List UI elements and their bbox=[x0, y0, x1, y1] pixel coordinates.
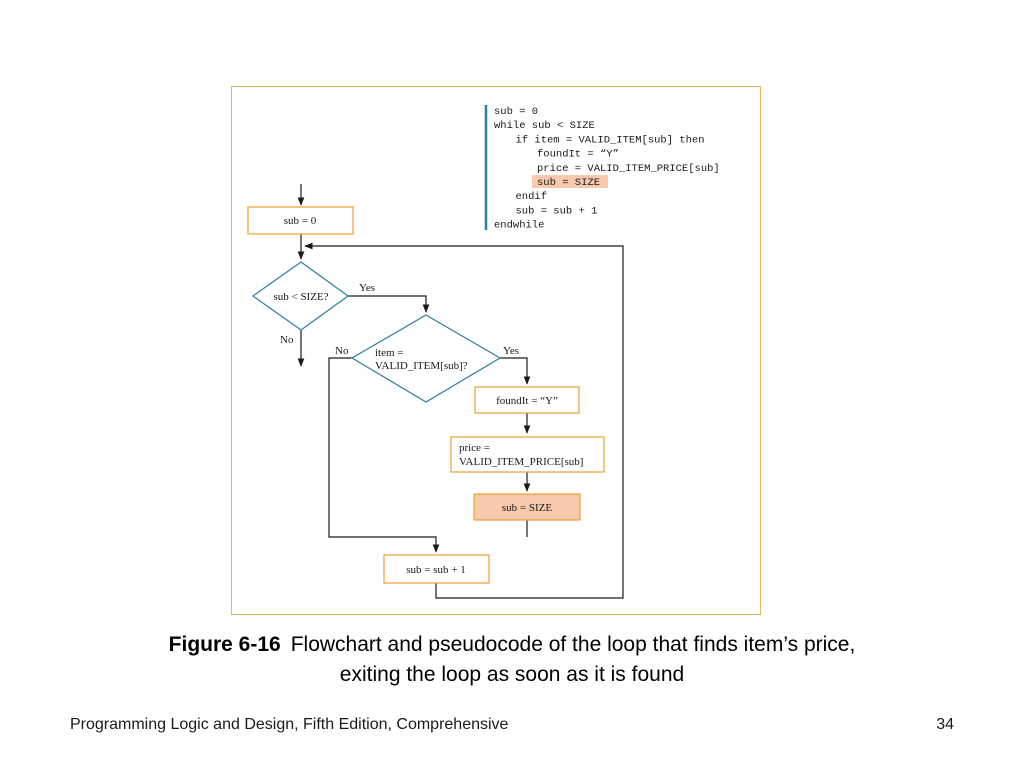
pseudocode-line: price = VALID_ITEM_PRICE[sub] bbox=[537, 163, 720, 175]
price-box-label-line1: price = bbox=[459, 442, 490, 454]
item-decision-diamond bbox=[350, 314, 502, 403]
loop-no-label: No bbox=[280, 334, 294, 346]
pseudocode-line: foundIt = “Y” bbox=[537, 149, 619, 161]
pseudocode-line: sub = 0 bbox=[494, 106, 538, 118]
item-yes-label: Yes bbox=[503, 345, 519, 357]
pseudocode-line: sub = SIZE bbox=[537, 177, 600, 189]
code-highlight bbox=[532, 175, 608, 188]
page-number: 34 bbox=[936, 716, 954, 733]
loop-decision-label: sub < SIZE? bbox=[273, 291, 328, 303]
found-box-label: foundIt = “Y” bbox=[496, 395, 558, 407]
caption-line2: exiting the loop as soon as it is found bbox=[339, 663, 685, 686]
price-box bbox=[450, 436, 605, 473]
arrow-loop-back bbox=[304, 242, 624, 599]
init-box bbox=[247, 206, 354, 235]
pseudocode-line: endif bbox=[516, 191, 548, 203]
pseudocode-line: sub = sub + 1 bbox=[516, 205, 598, 217]
pseudocode-line: if item = VALID_ITEM[sub] then bbox=[516, 134, 705, 146]
item-decision-label-line1: item = bbox=[375, 347, 404, 359]
item-no-label: No bbox=[335, 345, 349, 357]
init-box-label: sub = 0 bbox=[284, 215, 317, 227]
sub-size-box-label: sub = SIZE bbox=[502, 502, 552, 514]
price-box-label-line2: VALID_ITEM_PRICE[sub] bbox=[459, 456, 583, 468]
loop-decision-diamond bbox=[251, 261, 350, 331]
pseudocode-block: sub = 0 while sub < SIZE if item = VALID_I… bbox=[484, 105, 720, 232]
item-decision-label-line2: VALID_ITEM[sub]? bbox=[375, 360, 468, 372]
arrow-loop-yes bbox=[344, 295, 430, 313]
figure-frame bbox=[231, 86, 761, 615]
arrow-item-no bbox=[328, 357, 440, 553]
figure-caption: Figure 6-16 Flowchart and pseudocode of t… bbox=[0, 630, 1024, 690]
sub-size-box bbox=[473, 493, 581, 521]
pseudocode-line: while sub < SIZE bbox=[494, 120, 595, 132]
loop-yes-label: Yes bbox=[359, 282, 375, 294]
figure-label: Figure 6-16 bbox=[168, 633, 281, 656]
increment-box-label: sub = sub + 1 bbox=[406, 564, 465, 576]
footer-title: Programming Logic and Design, Fifth Edit… bbox=[70, 716, 509, 733]
increment-box bbox=[383, 554, 490, 584]
caption-line1: Flowchart and pseudocode of the loop tha… bbox=[290, 633, 856, 656]
pseudocode-line: endwhile bbox=[494, 220, 544, 232]
found-box bbox=[474, 386, 580, 414]
